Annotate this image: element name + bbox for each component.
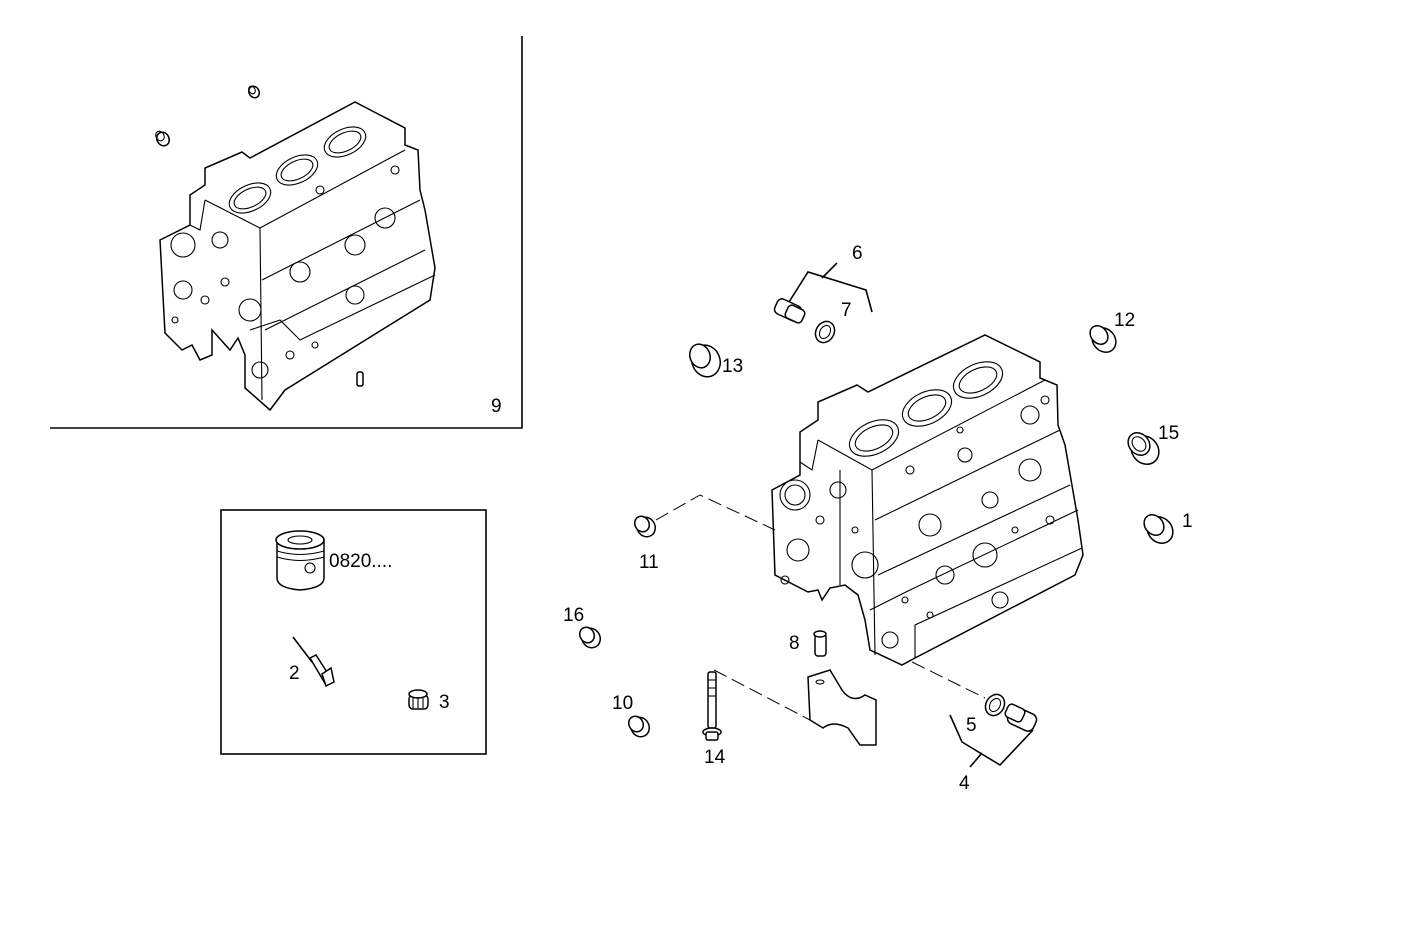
part-1-cup-plug bbox=[1143, 514, 1174, 544]
part-3-plug bbox=[408, 689, 429, 710]
part-6-plug bbox=[773, 298, 806, 324]
part-14-bolt bbox=[702, 671, 722, 741]
part-10-cup-plug bbox=[627, 715, 651, 738]
part-13-cup-plug bbox=[688, 343, 721, 378]
part-4-plug bbox=[1004, 703, 1038, 732]
part-6-plug-assembly bbox=[773, 262, 873, 344]
small-engine-block bbox=[159, 101, 436, 412]
part-2-jet bbox=[292, 636, 335, 688]
label-5: 5 bbox=[966, 715, 977, 736]
label-2: 2 bbox=[289, 663, 300, 684]
part-16-cup-plug bbox=[578, 626, 602, 649]
label-7: 7 bbox=[841, 300, 852, 321]
label-9: 9 bbox=[491, 396, 502, 417]
inset-frame bbox=[50, 36, 523, 429]
part-5-washer bbox=[984, 693, 1006, 717]
inset-plug-top bbox=[247, 85, 261, 99]
label-12: 12 bbox=[1114, 310, 1135, 331]
inset-dowel bbox=[356, 371, 364, 387]
label-3: 3 bbox=[439, 692, 450, 713]
part-12-cup-plug bbox=[1089, 325, 1117, 353]
label-8: 8 bbox=[789, 633, 800, 654]
main-engine-block bbox=[771, 334, 1084, 666]
piston-part-number: 0820.... bbox=[329, 551, 392, 572]
inset-piston-kit: 0820.... 2 3 bbox=[220, 509, 487, 755]
part-15-bushing bbox=[1127, 432, 1160, 465]
label-6: 6 bbox=[852, 243, 863, 264]
label-14: 14 bbox=[704, 747, 726, 768]
inset-plug-left bbox=[155, 130, 171, 147]
bearing-cap bbox=[807, 669, 877, 746]
part-4-plug-assembly bbox=[949, 693, 1038, 768]
label-1: 1 bbox=[1182, 511, 1193, 532]
inset-assembly-9: 9 bbox=[50, 36, 523, 429]
label-13: 13 bbox=[722, 356, 743, 377]
label-11: 11 bbox=[639, 552, 659, 573]
leader-lines bbox=[655, 494, 986, 721]
label-15: 15 bbox=[1158, 423, 1179, 444]
part-8-dowel bbox=[813, 630, 827, 657]
part-11-cup-plug bbox=[633, 515, 657, 538]
label-10: 10 bbox=[612, 693, 633, 714]
label-4: 4 bbox=[959, 773, 970, 794]
piston bbox=[275, 530, 325, 591]
part-7-washer bbox=[814, 320, 836, 344]
label-16: 16 bbox=[563, 605, 584, 626]
piston-kit-frame bbox=[220, 509, 487, 755]
